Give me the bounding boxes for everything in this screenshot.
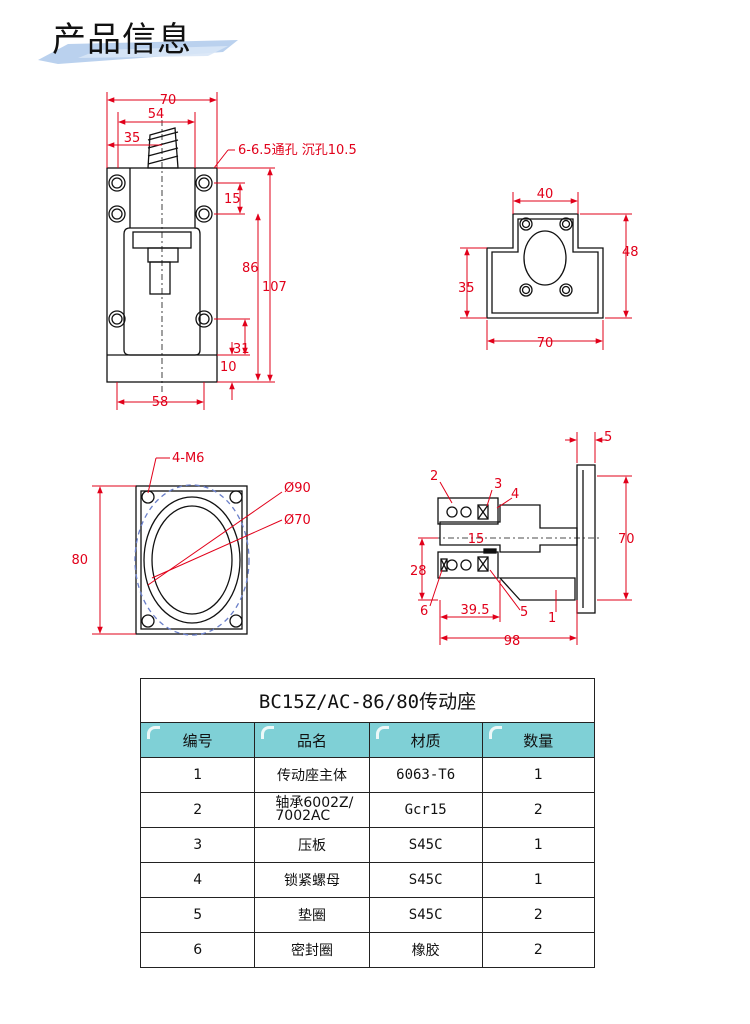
- header-label-material: 材质: [410, 731, 441, 750]
- cell-name: 压板: [254, 827, 370, 863]
- cell-qty: 1: [481, 827, 596, 863]
- callout-2: 2: [430, 469, 438, 484]
- cell-no: 6: [139, 932, 256, 968]
- header-gloss-icon: [488, 726, 502, 739]
- cell-material: 橡胶: [368, 932, 483, 968]
- table-caption-row: BC15Z/AC-86/80传动座: [140, 678, 595, 723]
- header-cell: 品名: [254, 722, 370, 758]
- cell-qty: 2: [481, 897, 596, 933]
- callout-5: 5: [520, 605, 528, 620]
- side-view-dimensions: [460, 192, 632, 350]
- header-cell: 编号: [139, 722, 256, 758]
- cell-no: 1: [139, 757, 256, 793]
- page-title: 产品信息: [52, 20, 192, 60]
- dim-side-35: 35: [458, 281, 475, 296]
- cell-material: S45C: [368, 897, 483, 933]
- dim-39-5: 39.5: [461, 603, 490, 618]
- title-underline-stroke: [38, 40, 238, 64]
- header-gloss-icon: [375, 726, 389, 739]
- dim-5: 5: [604, 430, 612, 445]
- callout-1: 1: [548, 611, 556, 626]
- dim-side-70: 70: [537, 336, 554, 351]
- title-block: 产品信息: [0, 0, 260, 70]
- dim-section-70: 70: [618, 532, 635, 547]
- parts-table: BC15Z/AC-86/80传动座 编号 品名 材质 数量 1 传动座主体 60…: [139, 678, 596, 968]
- dim-section-15: 15: [468, 532, 485, 547]
- cell-material: S45C: [368, 862, 483, 898]
- cell-qty: 1: [481, 862, 596, 898]
- table-row: 2 轴承6002Z/ 7002AC Gcr15 2: [139, 792, 596, 828]
- section-view-dimension-labels: 5 70 15 28 39.5 98 1 2 3 4 5 6: [410, 430, 635, 649]
- dim-35: 35: [124, 131, 141, 146]
- dim-31: 31: [233, 342, 250, 357]
- dim-width-54: 54: [148, 107, 165, 122]
- dim-58: 58: [152, 395, 169, 410]
- side-view-dimension-labels: 40 48 35 70: [458, 187, 639, 351]
- dim-28: 28: [410, 564, 427, 579]
- cell-qty: 2: [481, 792, 596, 828]
- cell-material: 6063-T6: [368, 757, 483, 793]
- dim-86: 86: [242, 261, 259, 276]
- table-caption: BC15Z/AC-86/80传动座: [140, 678, 595, 723]
- flange-view-dimensions: [92, 457, 283, 635]
- header-label-no: 编号: [182, 731, 213, 750]
- cell-qty: 2: [481, 932, 596, 968]
- header-gloss-icon: [147, 726, 160, 739]
- callout-4: 4: [511, 487, 519, 502]
- side-view-drawing: [486, 213, 604, 319]
- cell-name: 垫圈: [254, 897, 370, 933]
- cell-name: 轴承6002Z/ 7002AC: [254, 792, 370, 828]
- cell-no: 3: [139, 827, 256, 863]
- technical-drawings: 70 54 35 6-6.5通孔 沉孔10.5 15 86 107 31 10 …: [71, 92, 639, 649]
- dim-48: 48: [622, 245, 639, 260]
- callout-3: 3: [494, 477, 502, 492]
- header-label-qty: 数量: [523, 731, 554, 750]
- parts-table-container: BC15Z/AC-86/80传动座 编号 品名 材质 数量 1 传动座主体 60…: [139, 678, 596, 969]
- cell-no: 4: [139, 862, 256, 898]
- dim-4-m6: 4-M6: [172, 451, 204, 466]
- section-view-dimensions: [418, 432, 632, 645]
- dim-80: 80: [71, 553, 88, 568]
- dim-dia-90: Ø90: [284, 481, 311, 496]
- cell-name: 锁紧螺母: [254, 862, 370, 898]
- dim-107: 107: [262, 280, 287, 295]
- table-header-row: 编号 品名 材质 数量: [139, 722, 596, 758]
- cell-name: 密封圈: [254, 932, 370, 968]
- cell-qty: 1: [481, 757, 596, 793]
- cell-no: 5: [139, 897, 256, 933]
- table-row: 1 传动座主体 6063-T6 1: [139, 757, 596, 793]
- dim-15: 15: [224, 192, 241, 207]
- table-row: 5 垫圈 S45C 2: [139, 897, 596, 933]
- section-view-drawing: [420, 464, 600, 614]
- table-row: 4 锁紧螺母 S45C 1: [139, 862, 596, 898]
- dim-40: 40: [537, 187, 554, 202]
- cell-material: Gcr15: [368, 792, 483, 828]
- dim-10: 10: [220, 360, 237, 375]
- cell-material: S45C: [368, 827, 483, 863]
- table-row: 6 密封圈 橡胶 2: [139, 932, 596, 968]
- header-cell: 材质: [368, 722, 483, 758]
- table-row: 3 压板 S45C 1: [139, 827, 596, 863]
- cell-no: 2: [139, 792, 256, 828]
- dim-width-70: 70: [160, 93, 177, 108]
- callout-6: 6: [420, 604, 428, 619]
- cell-name: 传动座主体: [254, 757, 370, 793]
- dim-98: 98: [504, 634, 521, 649]
- front-view-dimensions: [106, 92, 275, 410]
- dim-dia-70: Ø70: [284, 513, 311, 528]
- flange-view-drawing: [134, 484, 250, 636]
- header-label-name: 品名: [297, 731, 328, 750]
- header-gloss-icon: [261, 726, 275, 739]
- header-cell: 数量: [481, 722, 596, 758]
- front-view-drawing: [106, 120, 218, 395]
- flange-view-dimension-labels: 4-M6 Ø90 Ø70 80: [71, 451, 310, 568]
- dim-hole-note: 6-6.5通孔 沉孔10.5: [238, 143, 357, 158]
- front-view-dimension-labels: 70 54 35 6-6.5通孔 沉孔10.5 15 86 107 31 10 …: [124, 93, 357, 410]
